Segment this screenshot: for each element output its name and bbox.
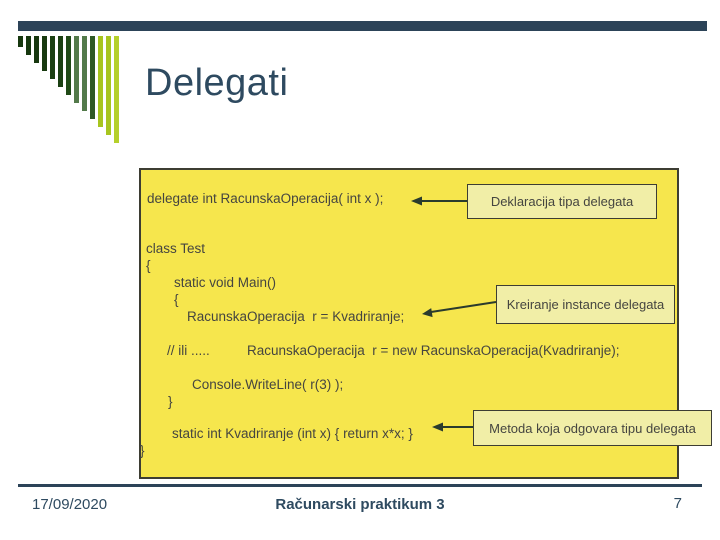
header-rule bbox=[18, 21, 707, 31]
code-line-writeline: Console.WriteLine( r(3) ); bbox=[192, 377, 344, 392]
logo-bars bbox=[18, 36, 119, 143]
logo-bar bbox=[90, 36, 95, 119]
logo-bar bbox=[18, 36, 23, 47]
logo-bar bbox=[98, 36, 103, 127]
callout-declaration: Deklaracija tipa delegata bbox=[467, 184, 657, 219]
logo-bar bbox=[26, 36, 31, 55]
code-line-main-open-brace: { bbox=[174, 292, 179, 307]
logo-bar bbox=[114, 36, 119, 143]
footer-course: Računarski praktikum 3 bbox=[275, 496, 445, 513]
callout-method: Metoda koja odgovara tipu delegata bbox=[473, 410, 712, 446]
code-line-class: class Test bbox=[146, 241, 206, 256]
code-line-instance: RacunskaOperacija r = Kvadriranje; bbox=[187, 309, 405, 324]
callout-instance: Kreiranje instance delegata bbox=[496, 285, 675, 324]
code-line-delegate-declaration: delegate int RacunskaOperacija( int x ); bbox=[147, 191, 384, 206]
logo-bar bbox=[106, 36, 111, 135]
logo-bar bbox=[74, 36, 79, 103]
logo-bar bbox=[82, 36, 87, 111]
logo-bar bbox=[58, 36, 63, 87]
code-line-open-brace: { bbox=[146, 258, 151, 273]
page-title: Delegati bbox=[145, 62, 289, 104]
code-line-method: static int Kvadriranje (int x) { return … bbox=[172, 426, 413, 441]
footer-page-number: 7 bbox=[673, 495, 682, 512]
code-line-close-brace: } bbox=[140, 443, 145, 458]
logo-bar bbox=[66, 36, 71, 95]
code-line-new-instance: RacunskaOperacija r = new RacunskaOperac… bbox=[247, 343, 620, 358]
footer-rule bbox=[18, 484, 702, 487]
logo-bar bbox=[42, 36, 47, 71]
code-line-main-close-brace: } bbox=[168, 394, 173, 409]
logo-bar bbox=[34, 36, 39, 63]
code-line-main: static void Main() bbox=[174, 275, 277, 290]
footer-date: 17/09/2020 bbox=[32, 496, 108, 513]
code-line-comment: // ili ..... bbox=[167, 343, 210, 358]
logo-bar bbox=[50, 36, 55, 79]
